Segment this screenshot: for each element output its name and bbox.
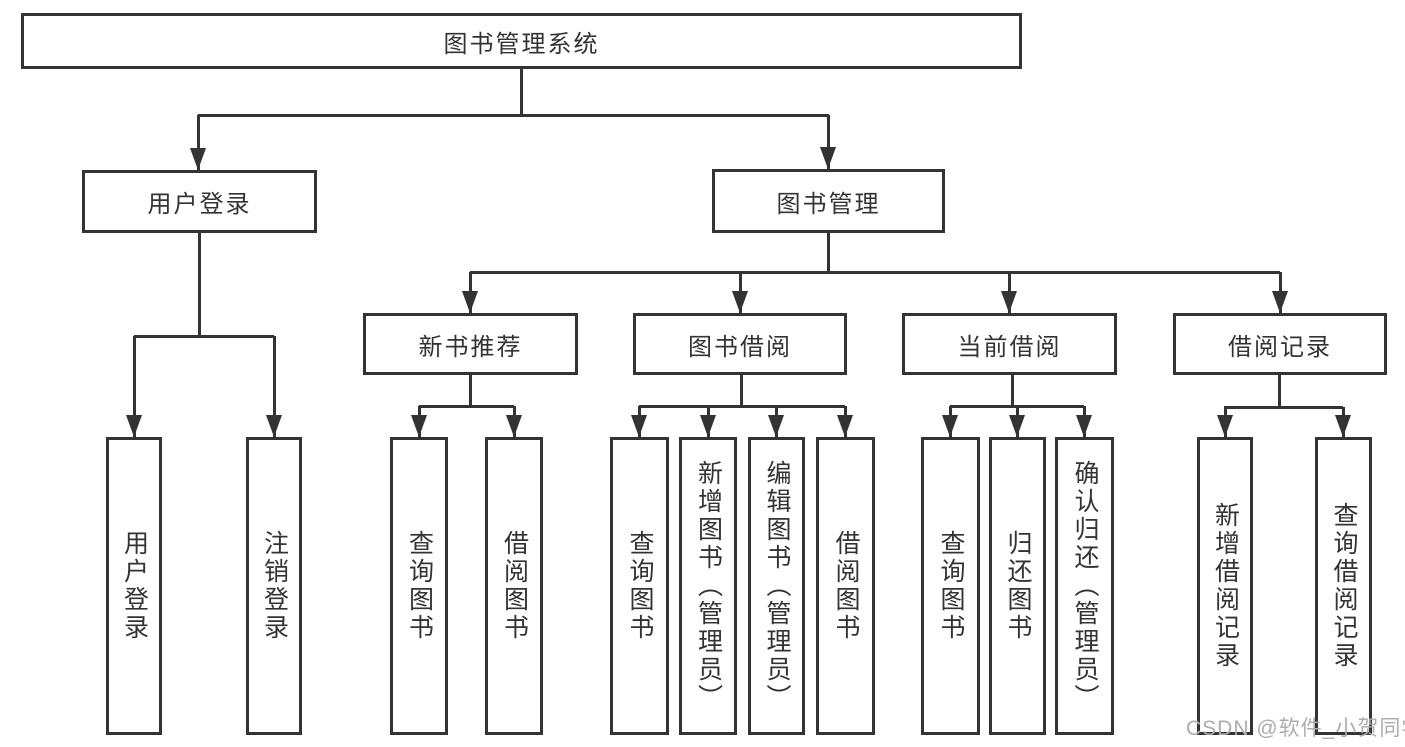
connector-line xyxy=(196,115,200,170)
leaf-label: 借阅图书 xyxy=(500,530,529,642)
leaf-label: 查询图书 xyxy=(626,530,654,642)
node-new-book-recommend: 新书推荐 xyxy=(363,313,578,375)
leaf-label: 归还图书 xyxy=(1004,530,1032,642)
connector-line xyxy=(1224,405,1343,409)
arrow-down-icon xyxy=(411,415,427,437)
node-current-borrow: 当前借阅 xyxy=(902,313,1117,375)
arrow-down-icon xyxy=(1335,415,1351,437)
leaf-add-borrow-record: 新增借阅记录 xyxy=(1197,437,1253,735)
node-root: 图书管理系统 xyxy=(21,13,1022,69)
leaf-confirm-return-admin: 确认归还（管理员） xyxy=(1055,437,1114,735)
connector-line xyxy=(419,404,514,408)
connector-line xyxy=(272,336,276,437)
leaf-label: 新增图书（管理员） xyxy=(694,460,723,712)
leaf-query-borrow-record: 查询借阅记录 xyxy=(1315,437,1372,735)
leaf-label: 查询图书 xyxy=(937,530,965,642)
node-borrow-records: 借阅记录 xyxy=(1173,313,1387,375)
arrow-down-icon xyxy=(190,148,206,170)
leaf-borrow-books: 借阅图书 xyxy=(816,437,875,735)
connector-line xyxy=(468,375,472,406)
leaf-label: 编辑图书（管理员） xyxy=(763,460,791,712)
connector-line xyxy=(1277,375,1281,407)
node-book-borrow: 图书借阅 xyxy=(633,313,847,375)
arrow-down-icon xyxy=(1217,415,1233,437)
arrow-down-icon xyxy=(506,415,522,437)
leaf-label: 用户登录 xyxy=(120,530,149,642)
leaf-logout: 注销登录 xyxy=(246,437,302,735)
leaf-edit-book-admin: 编辑图书（管理员） xyxy=(748,437,805,735)
connector-line xyxy=(197,233,201,336)
leaf-label: 借阅图书 xyxy=(832,530,860,642)
leaf-label: 查询借阅记录 xyxy=(1330,502,1358,670)
arrow-down-icon xyxy=(942,415,958,437)
arrow-down-icon xyxy=(126,415,142,437)
arrow-down-icon xyxy=(700,415,716,437)
leaf-query-books-current: 查询图书 xyxy=(921,437,980,735)
arrow-down-icon xyxy=(1009,415,1025,437)
leaf-user-login: 用户登录 xyxy=(106,437,162,735)
connector-line xyxy=(739,375,743,406)
arrow-down-icon xyxy=(1272,291,1288,313)
leaf-label: 注销登录 xyxy=(260,530,289,642)
leaf-query-books-borrow: 查询图书 xyxy=(610,437,669,735)
arrow-down-icon xyxy=(266,415,282,437)
connector-line xyxy=(1010,375,1014,406)
connector-line xyxy=(639,404,845,408)
arrow-down-icon xyxy=(732,291,748,313)
connector-line xyxy=(519,69,523,115)
arrow-down-icon xyxy=(1001,291,1017,313)
connector-line xyxy=(198,113,829,117)
leaf-label: 确认归还（管理员） xyxy=(1071,460,1099,712)
node-book-management: 图书管理 xyxy=(712,169,945,233)
connector-line xyxy=(132,336,136,437)
leaf-label: 新增借阅记录 xyxy=(1211,502,1240,670)
connector-line xyxy=(826,233,830,272)
arrow-down-icon xyxy=(1076,415,1092,437)
leaf-add-book-admin: 新增图书（管理员） xyxy=(679,437,737,735)
arrow-down-icon xyxy=(820,147,836,169)
arrow-down-icon xyxy=(631,415,647,437)
connector-line xyxy=(134,334,274,338)
connector-line xyxy=(826,115,830,169)
node-user-login: 用户登录 xyxy=(82,170,317,233)
leaf-borrow-books-recommend: 借阅图书 xyxy=(485,437,543,735)
leaf-return-book: 归还图书 xyxy=(989,437,1046,735)
leaf-label: 查询图书 xyxy=(405,530,434,642)
leaf-query-books-recommend: 查询图书 xyxy=(390,437,448,735)
watermark: CSDN @软件_小贺同学 xyxy=(1186,717,1405,740)
arrow-down-icon xyxy=(768,415,784,437)
arrow-down-icon xyxy=(462,291,478,313)
connector-line xyxy=(470,270,1280,274)
arrow-down-icon xyxy=(837,415,853,437)
